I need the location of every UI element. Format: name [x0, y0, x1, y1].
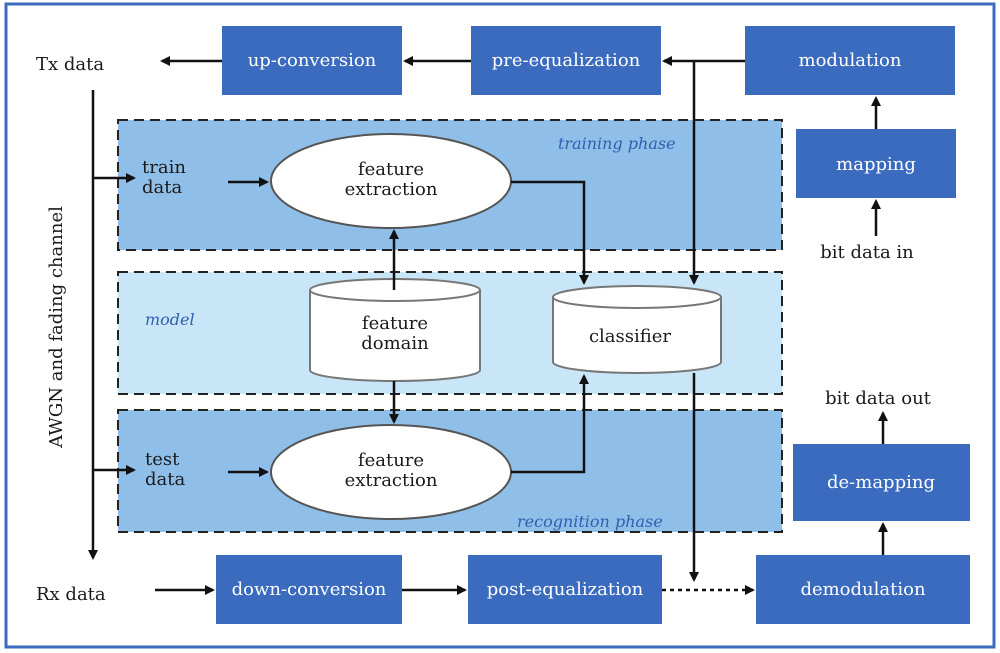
feature-domain-cylinder — [309, 278, 481, 382]
channel-label: AWGN and fading channel — [46, 206, 67, 449]
model-label: model — [145, 310, 195, 329]
post-equalization-label: post-equalization — [487, 579, 644, 600]
training-feature-extraction-line2: extraction — [345, 179, 438, 200]
arrow-recognition-extraction-to-classifier — [511, 374, 589, 474]
de-mapping-block — [793, 444, 970, 521]
training-feature-extraction-line1: feature — [358, 159, 424, 180]
tx-data-label: Tx data — [36, 54, 104, 75]
train-data-label-line2: data — [142, 177, 182, 198]
test-data-label-line2: data — [145, 469, 185, 490]
classifier-label: classifier — [589, 326, 671, 347]
up-conversion-label: up-conversion — [248, 50, 377, 71]
modulation-block — [745, 26, 955, 95]
pre-equalization-block — [471, 26, 661, 95]
bit-data-out-label: bit data out — [825, 388, 932, 409]
up-conversion-block — [222, 26, 402, 95]
training-phase-label: training phase — [558, 134, 676, 153]
recognition-feature-extraction-line1: feature — [358, 450, 424, 471]
rx-data-label: Rx data — [36, 584, 106, 605]
feature-domain-line2: domain — [361, 333, 429, 354]
post-equalization-block — [468, 555, 662, 624]
test-data-label-line1: test — [145, 449, 180, 470]
arrow-training-extraction-to-classifier — [511, 180, 589, 285]
mapping-block — [796, 129, 956, 198]
bit-data-in-label: bit data in — [820, 242, 914, 263]
down-conversion-block — [216, 555, 402, 624]
demodulation-block — [756, 555, 970, 624]
demodulation-label: demodulation — [800, 579, 926, 600]
feature-domain-line1: feature — [362, 313, 428, 334]
recognition-feature-extraction-line2: extraction — [345, 470, 438, 491]
classifier-cylinder — [552, 285, 722, 374]
de-mapping-label: de-mapping — [827, 472, 935, 493]
recognition-phase-label: recognition phase — [517, 512, 663, 531]
pre-equalization-label: pre-equalization — [492, 50, 641, 71]
down-conversion-label: down-conversion — [232, 579, 387, 600]
mapping-label: mapping — [836, 154, 916, 175]
train-data-label-line1: train — [142, 157, 186, 178]
modulation-label: modulation — [799, 50, 902, 71]
